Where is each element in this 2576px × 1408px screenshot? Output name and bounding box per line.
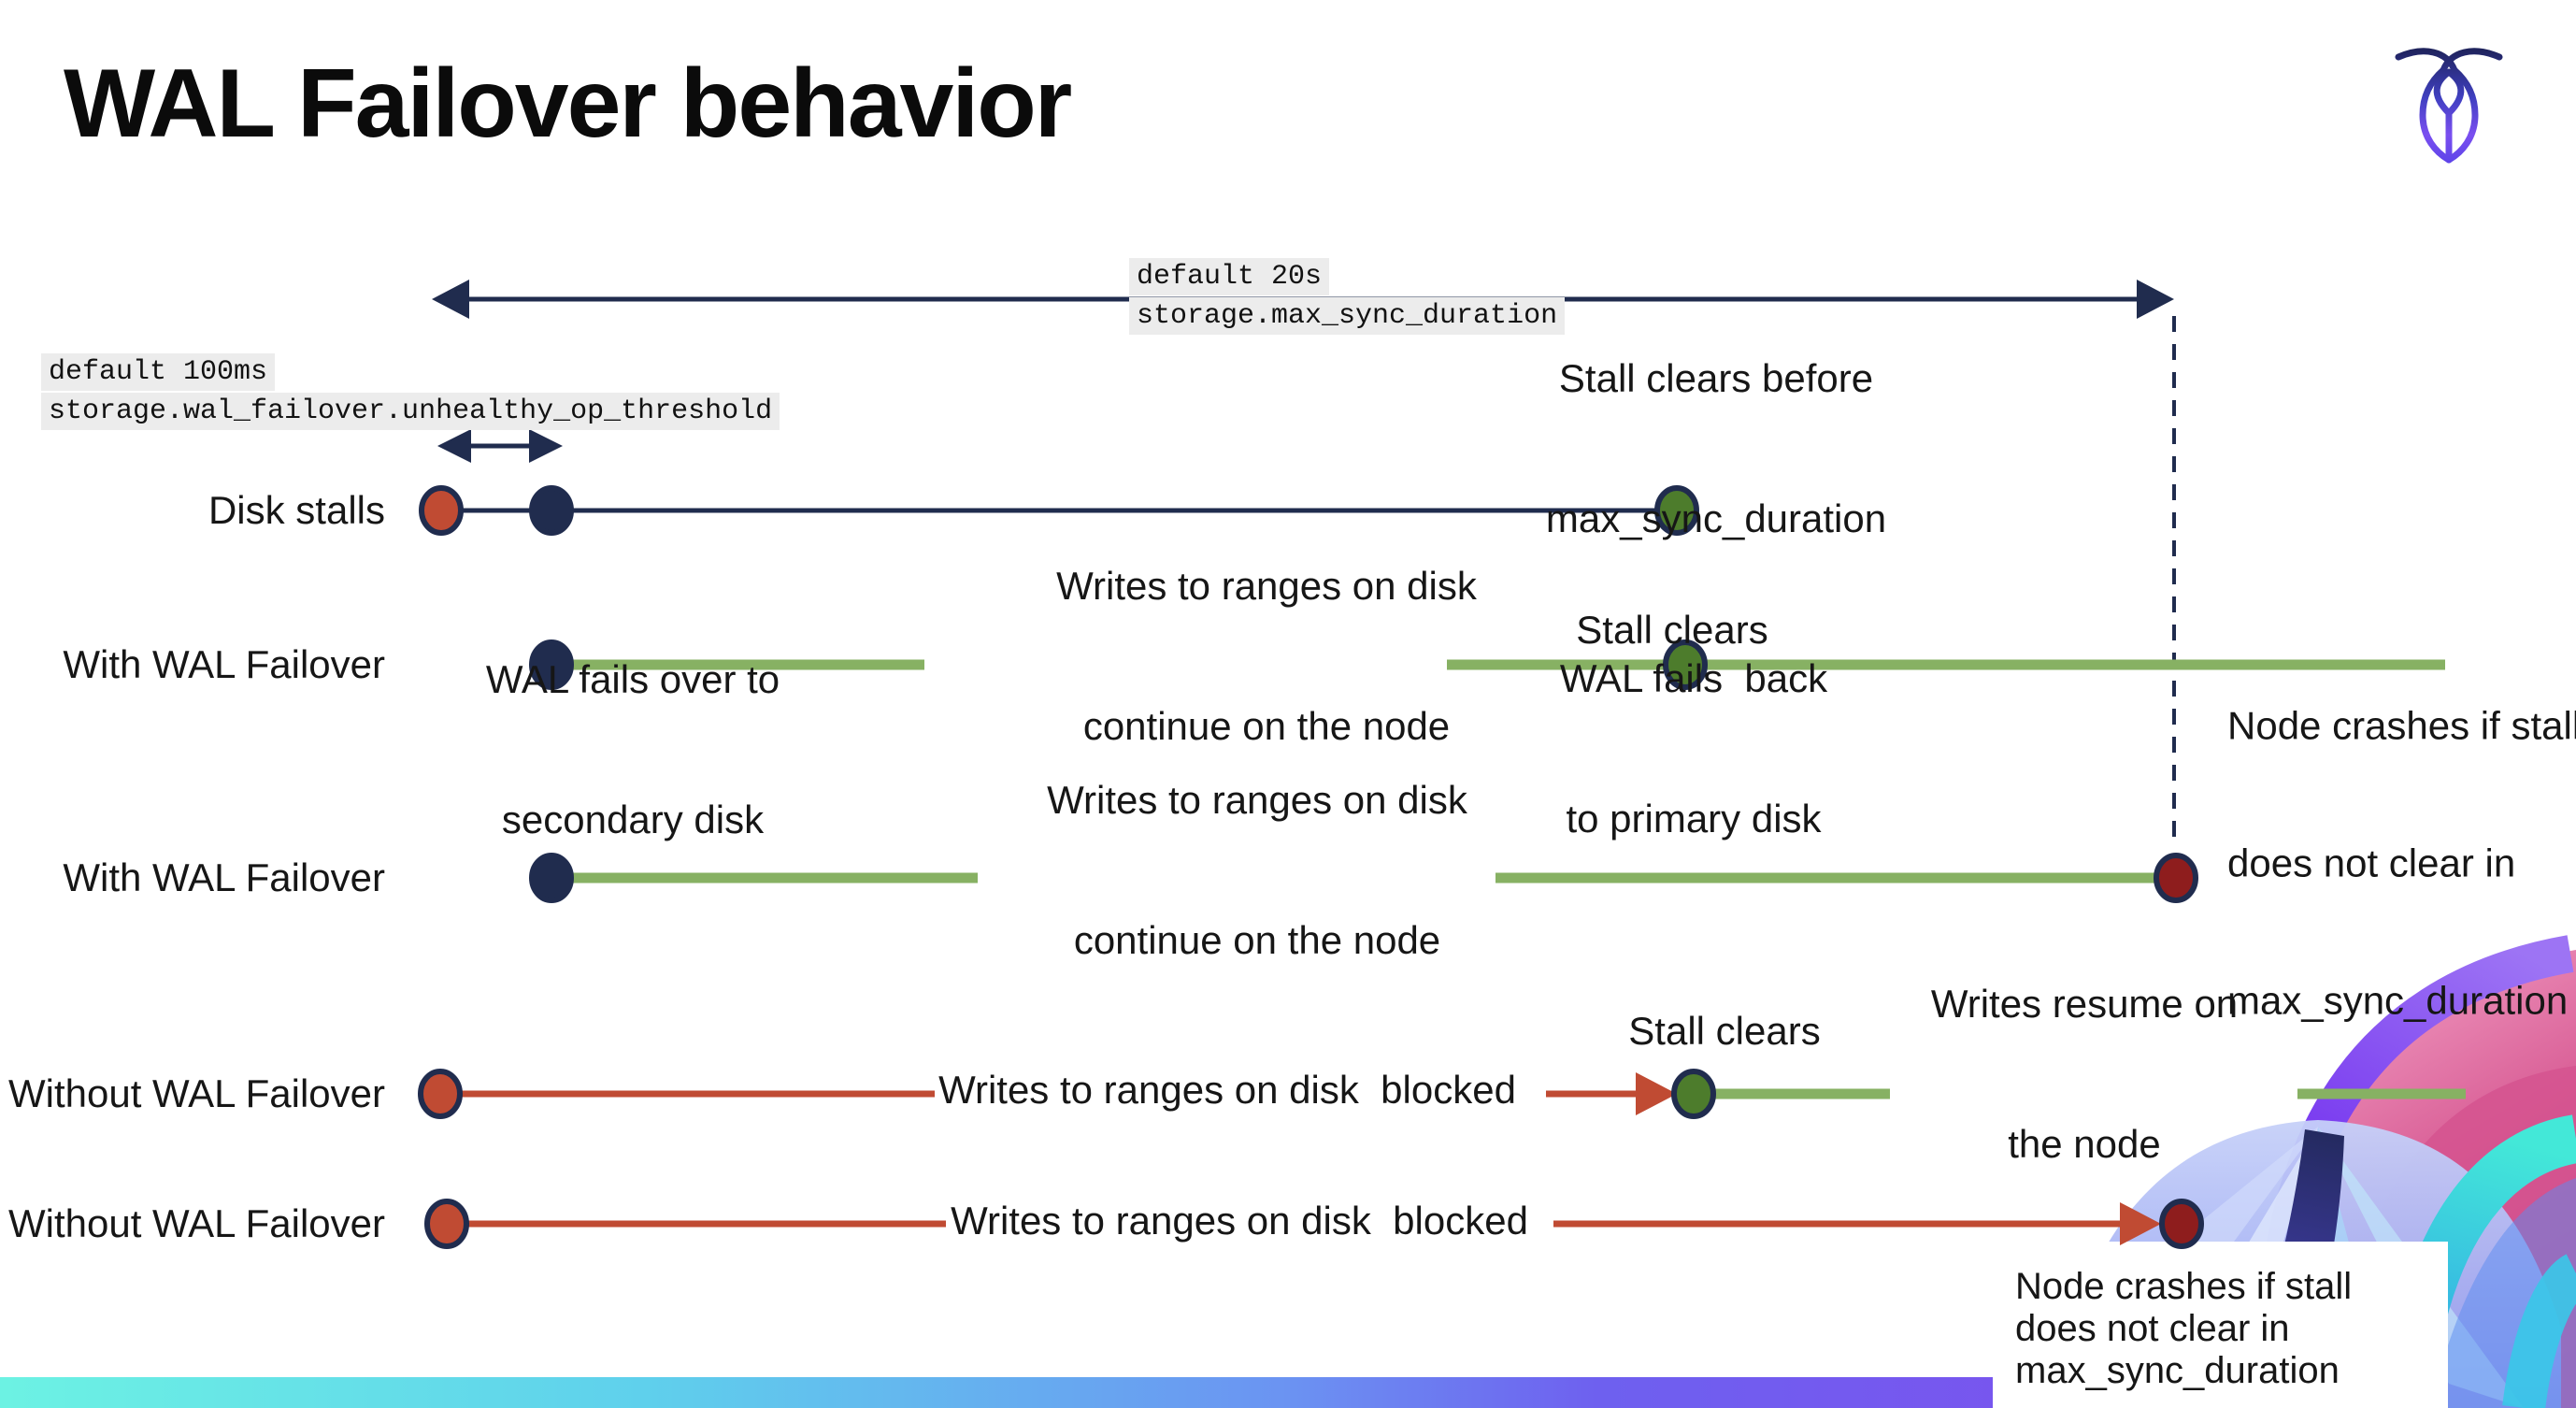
note-line: secondary disk: [501, 797, 765, 841]
row-label-with-wal-failover: With WAL Failover: [63, 855, 385, 899]
wal-failover-dot: [529, 639, 574, 690]
stall-clears-dot: [1654, 485, 1699, 536]
setting-name: storage.wal_failover.unhealthy_op_thresh…: [41, 393, 780, 430]
crash-arrowhead: [2120, 1202, 2161, 1245]
stall-clears-dot: [1663, 639, 1708, 690]
disk-stall-start-dot: [418, 1069, 463, 1119]
node-crashes-note: Node crashes if stall does not clear in …: [2227, 611, 2576, 1115]
node-crash-dot: [2154, 853, 2198, 903]
stall-clears-before-note: Stall clears before max_sync_duration: [1546, 262, 1886, 636]
crash-note-line: Node crashes if stall: [2015, 1266, 2353, 1307]
wal-failover-dot: [529, 853, 574, 903]
without-wal-crashes-line: [458, 1202, 2161, 1245]
note-line: Node crashes if stall: [2227, 703, 2576, 748]
node-crash-dot: [2159, 1199, 2204, 1249]
stall-clears-dot: [1671, 1069, 1716, 1119]
cockroachdb-logo-icon: [2395, 48, 2503, 164]
note-line: continue on the node: [1082, 704, 1451, 748]
stall-clears-note: Stall clears: [1576, 608, 1768, 652]
note-line: max_sync_duration: [2227, 978, 2569, 1023]
note-line: does not clear in: [2227, 840, 2516, 885]
stall-clears-note: Stall clears: [1628, 1009, 1821, 1053]
note-line: WAL fails over to: [485, 657, 780, 701]
unhealthy-op-threshold-label: default 100ms storage.wal_failover.unhea…: [41, 353, 780, 432]
setting-default-value: default 20s: [1129, 258, 1330, 295]
note-line: Stall clears before: [1558, 356, 1874, 400]
writes-continue-note: Writes to ranges on disk continue on the…: [1056, 469, 1477, 843]
without-wal-recovers-line: [449, 1072, 2466, 1115]
failover-threshold-dot: [529, 485, 574, 536]
note-line: Writes to ranges on disk: [1047, 778, 1467, 822]
writes-resume-note: Writes resume on the node: [1931, 887, 2238, 1261]
crash-note-line: max_sync_duration: [2015, 1350, 2340, 1391]
note-line: Writes to ranges on disk: [1056, 564, 1477, 608]
note-line: WAL fails back: [1559, 656, 1828, 700]
writes-continue-note: Writes to ranges on disk continue on the…: [1047, 683, 1467, 1057]
crash-callout-box: Node crashes if stall does not clear in …: [1993, 1242, 2448, 1408]
writes-blocked-note: Writes to ranges on disk blocked: [951, 1199, 1528, 1243]
writes-blocked-note: Writes to ranges on disk blocked: [938, 1068, 1516, 1112]
row-label-without-wal-failover: Without WAL Failover: [8, 1201, 385, 1245]
note-line: Writes resume on: [1930, 982, 2239, 1026]
row-label-disk-stalls: Disk stalls: [208, 488, 385, 532]
row-label-with-wal-failover: With WAL Failover: [63, 642, 385, 686]
max-sync-duration-label: default 20s storage.max_sync_duration: [1129, 258, 1566, 337]
page-title: WAL Failover behavior: [64, 50, 1072, 158]
crash-note-line: does not clear in: [2015, 1308, 2290, 1349]
wal-fails-over-note: WAL fails over to secondary disk: [486, 563, 780, 937]
note-line: to primary disk: [1566, 797, 1822, 840]
note-line: max_sync_duration: [1545, 496, 1887, 540]
setting-default-value: default 100ms: [41, 353, 276, 391]
note-line: continue on the node: [1073, 918, 1441, 962]
unhealthy-op-threshold-arrow: [437, 429, 563, 463]
disk-stall-start-dot: [419, 485, 464, 536]
setting-name: storage.max_sync_duration: [1129, 297, 1566, 335]
row-label-without-wal-failover: Without WAL Failover: [8, 1071, 385, 1115]
disk-stall-start-dot: [424, 1199, 469, 1249]
wal-fails-back-note: WAL fails back to primary disk: [1560, 562, 1827, 936]
note-line: the node: [2008, 1122, 2161, 1166]
stall-clears-arrowhead: [1636, 1072, 1677, 1115]
